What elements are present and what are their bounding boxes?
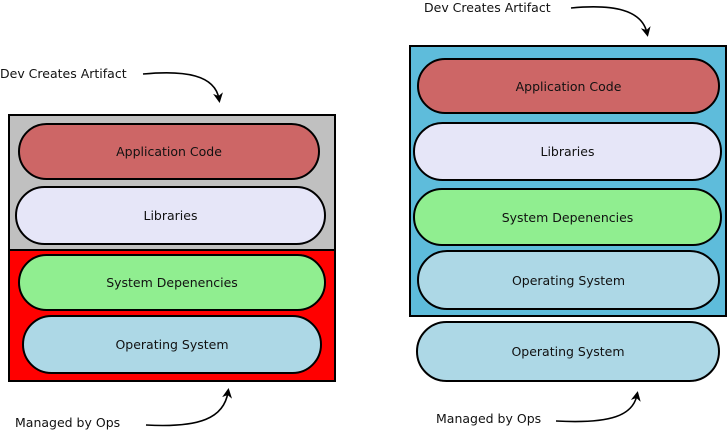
right-managed-by-ops-label: Managed by Ops	[436, 411, 542, 426]
right-host-operating-system-label: Operating System	[511, 344, 625, 359]
right-host-operating-system: Operating System	[416, 321, 720, 382]
left-app-code-layer: Application Code	[18, 123, 320, 180]
left-operating-system-label: Operating System	[115, 337, 229, 352]
left-system-deps-layer: System Depenencies	[18, 254, 326, 311]
right-operating-system-layer: Operating System	[417, 250, 720, 310]
left-libraries-layer: Libraries	[15, 186, 326, 245]
left-app-code-label: Application Code	[116, 144, 222, 159]
right-system-deps-label: System Depenencies	[501, 209, 634, 225]
right-dev-creates-label: Dev Creates Artifact	[424, 0, 551, 15]
right-libraries-label: Libraries	[540, 144, 595, 159]
right-system-deps-layer: System Depenencies	[413, 188, 722, 246]
right-operating-system-label: Operating System	[511, 272, 626, 288]
right-app-code-layer: Application Code	[417, 58, 720, 114]
left-managed-by-ops-label: Managed by Ops	[15, 415, 121, 430]
right-app-code-label: Application Code	[515, 78, 622, 94]
left-libraries-label: Libraries	[143, 208, 198, 223]
left-dev-creates-label: Dev Creates Artifact	[0, 66, 127, 81]
left-operating-system-layer: Operating System	[22, 315, 322, 374]
left-system-deps-label: System Depenencies	[106, 275, 238, 290]
right-libraries-layer: Libraries	[413, 122, 722, 181]
